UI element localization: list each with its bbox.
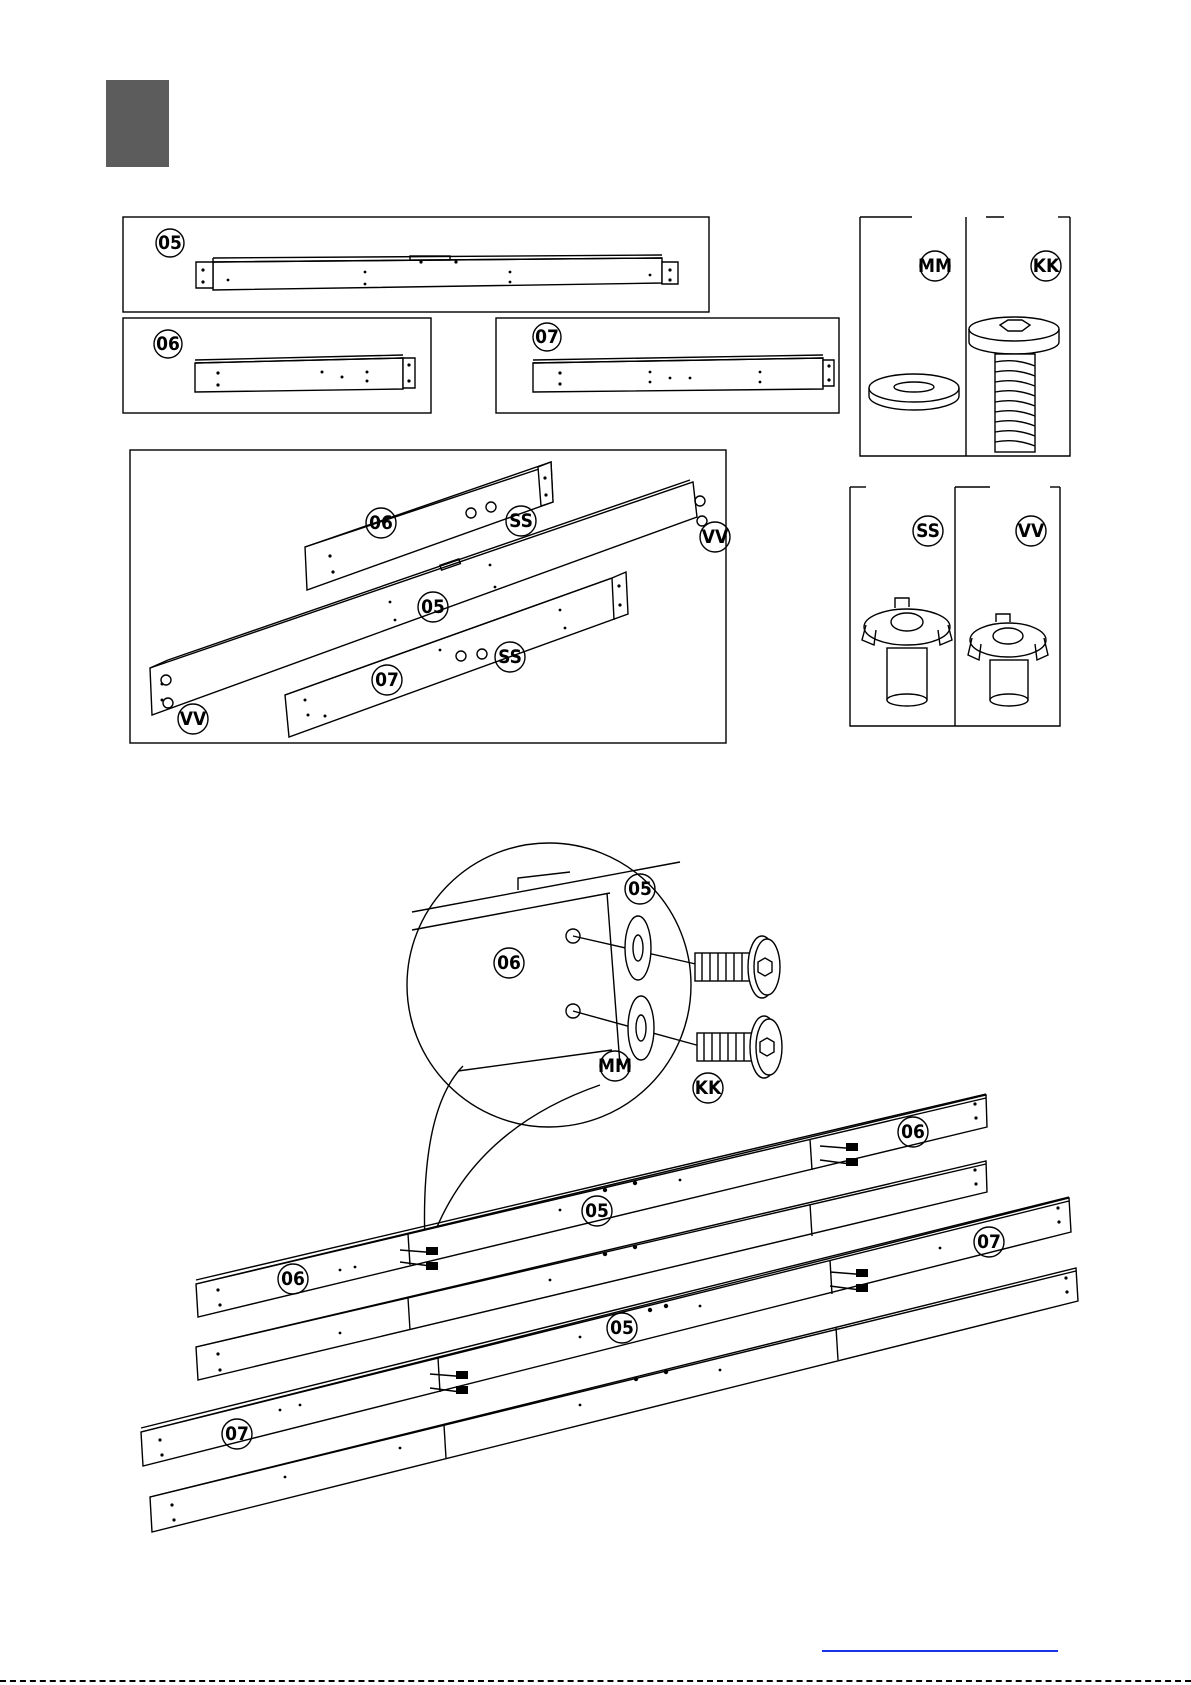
- part-label-06: 06: [156, 333, 180, 355]
- bolt-icon: [697, 1016, 782, 1078]
- page-cut-line: [0, 1680, 1191, 1682]
- part-label-05: 05: [610, 1317, 634, 1339]
- hardware-label-kk: KK: [1033, 255, 1060, 277]
- panel-exploded-frame: 06 SS VV 05 07 SS VV: [130, 450, 730, 743]
- part-label-06: 06: [497, 952, 521, 974]
- step-marker: [106, 80, 169, 167]
- part-label-06: 06: [281, 1268, 305, 1290]
- panel-part-07: 07: [496, 318, 839, 413]
- hardware-label-kk: KK: [695, 1077, 722, 1099]
- hardware-label-ss: SS: [509, 510, 533, 532]
- part-label-05: 05: [628, 878, 652, 900]
- tee-nut-icon: [862, 598, 952, 706]
- part-label-05: 05: [421, 596, 445, 618]
- bolt-icon: [695, 936, 780, 998]
- panel-part-06: 06: [123, 318, 431, 413]
- hardware-label-vv: VV: [702, 526, 729, 548]
- bolt-icon: [969, 317, 1059, 452]
- part-label-05: 05: [585, 1200, 609, 1222]
- washer-icon: [869, 374, 959, 410]
- part-label-07: 07: [535, 326, 559, 348]
- hardware-panel-ss-vv: SS VV: [850, 487, 1060, 726]
- washer-icon: [625, 916, 651, 980]
- hardware-label-ss: SS: [916, 520, 940, 542]
- hardware-panel-mm-kk: MM KK: [860, 217, 1070, 456]
- part-label-05: 05: [158, 232, 182, 254]
- assembled-frame: 06 05 06 07 05 07: [141, 1094, 1078, 1532]
- hardware-label-ss: SS: [498, 646, 522, 668]
- link-underline: [822, 1650, 1058, 1652]
- part-label-07: 07: [225, 1423, 249, 1445]
- part-label-07: 07: [977, 1231, 1001, 1253]
- panel-part-05: 05: [123, 217, 709, 312]
- hardware-label-vv: VV: [1018, 520, 1045, 542]
- part-label-06: 06: [901, 1121, 925, 1143]
- hardware-label-mm: MM: [918, 255, 952, 277]
- washer-icon: [628, 996, 654, 1060]
- tee-nut-icon: [968, 614, 1048, 706]
- part-label-06: 06: [369, 512, 393, 534]
- hardware-label-vv: VV: [180, 708, 207, 730]
- hardware-label-mm: MM: [598, 1055, 632, 1077]
- part-label-07: 07: [375, 669, 399, 691]
